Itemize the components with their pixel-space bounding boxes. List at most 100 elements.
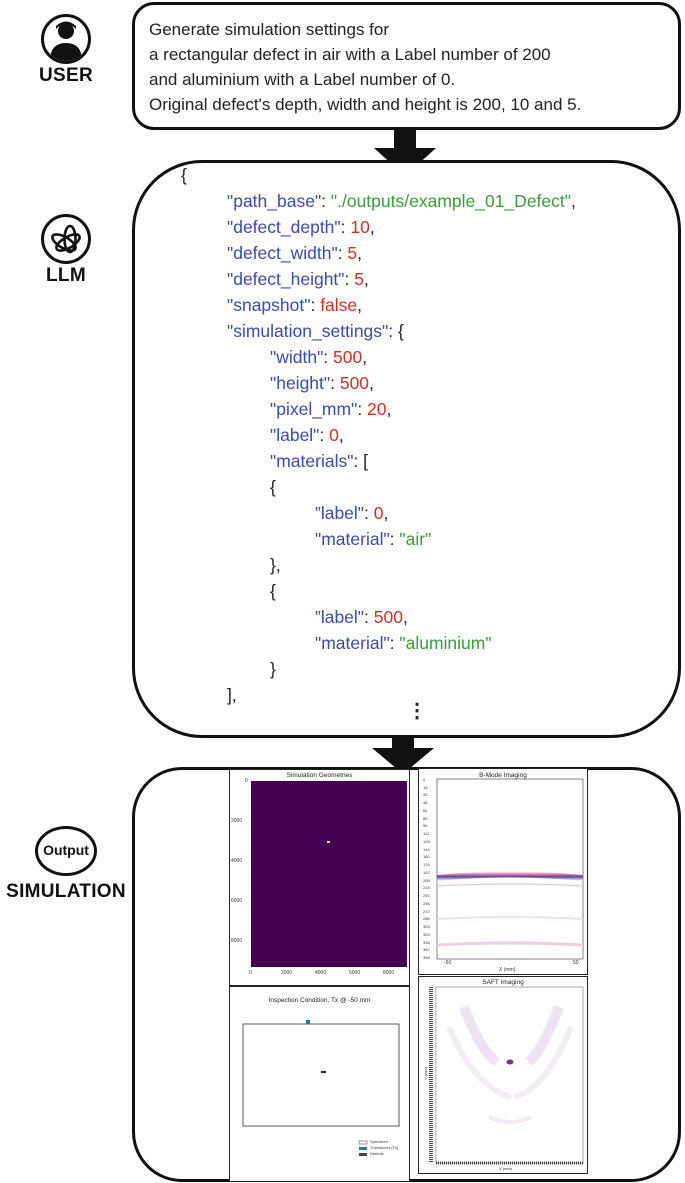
user-icon [41, 14, 91, 64]
saft-panel: SAFT Imaging Y (mm) X (mm) [418, 976, 588, 1174]
geometry-panel: Simulation Geometries 0 2000 4000 6000 8… [229, 769, 410, 986]
geometry-xtick-0: 0 [249, 970, 252, 976]
code-material-1-open: { [270, 477, 276, 497]
geometry-defect-marker [327, 841, 330, 843]
saft-plot [429, 986, 584, 1165]
inspection-specimen [242, 1023, 400, 1127]
geometry-specimen-area [251, 781, 407, 967]
output-badge: Output [35, 826, 97, 876]
geometry-xtick-2: 4000 [315, 970, 327, 976]
geometry-ytick-2: 4000 [231, 858, 243, 864]
code-line-materials: "materials": [ [270, 451, 369, 471]
code-ellipsis: ⋮ [407, 700, 427, 722]
bmode-ytick: 144 [423, 846, 430, 852]
code-material-2-open: { [270, 581, 276, 601]
code-line-width: "width": 500, [270, 347, 368, 367]
geometry-xtick-3: 6000 [349, 970, 361, 976]
code-line-material-2-material: "material": "aluminium" [315, 633, 492, 653]
inspection-transducer [306, 1020, 310, 1024]
bmode-ytick: 352 [423, 947, 430, 953]
bmode-ytick: 64 [423, 807, 428, 813]
bmode-xtick-1: 50 [573, 960, 579, 966]
arrow-down-icon [374, 128, 436, 176]
code-line-simulation-settings: "simulation_settings": { [227, 321, 404, 341]
bmode-xlabel: X (mm) [499, 967, 516, 973]
geometry-ytick-4: 8000 [231, 938, 243, 944]
bmode-ytick: 208 [423, 877, 430, 883]
bmode-ytick: 224 [423, 885, 430, 891]
bmode-ytick: 96 [423, 823, 428, 829]
bmode-ytick: 288 [423, 916, 430, 922]
user-label-group: USER [0, 14, 132, 87]
prompt-line-4: Original defect's depth, width and heigh… [149, 95, 582, 114]
saft-title: SAFT Imaging [482, 979, 524, 986]
prompt-line-1: Generate simulation settings for [149, 20, 390, 39]
bmode-xtick-0: -50 [444, 960, 452, 966]
code-line-material-1-label: ”label": 0, [315, 503, 389, 523]
bmode-plot [436, 778, 584, 960]
code-line-path-base: "path_base": "./outputs/example_01_Defec… [227, 191, 576, 211]
user-prompt-box: Generate simulation settings for a recta… [132, 2, 681, 130]
bmode-ytick: 336 [423, 939, 430, 945]
bmode-ytick: 80 [423, 815, 428, 821]
inspection-legend-specimen: Specimen [370, 1139, 388, 1144]
geometry-xtick-1: 2000 [281, 970, 293, 976]
bmode-ytick: 368 [423, 955, 430, 960]
output-badge-text: Output [43, 842, 89, 858]
simulation-label: SIMULATION [6, 881, 126, 902]
code-line-defect-depth: "defect_depth": 10, [227, 217, 375, 237]
llm-label: LLM [46, 265, 86, 286]
bmode-ytick: 16 [423, 784, 428, 790]
prompt-line-3: and aluminium with a Label number of 0. [149, 70, 456, 89]
code-line-label: "label": 0, [270, 425, 344, 445]
code-line-height: "height": 500, [270, 373, 374, 393]
bmode-ytick: 176 [423, 862, 430, 868]
code-line-defect-width: "defect_width": 5, [227, 243, 363, 263]
inspection-legend-transducer: Transducer (Tx) [370, 1145, 399, 1150]
bmode-ytick: 240 [423, 893, 430, 899]
bmode-ytick: 272 [423, 908, 430, 914]
user-label: USER [39, 65, 93, 86]
code-material-1-close: }, [270, 555, 281, 575]
inspection-defect [321, 1071, 326, 1073]
geometry-ytick-1: 2000 [231, 818, 243, 824]
inspection-panel: Inspection Condition, Tx @ -50 mm Specim… [229, 986, 410, 1182]
arrow-down-icon [372, 730, 434, 774]
geometry-plot [251, 781, 407, 967]
code-material-2-close: } [270, 659, 276, 679]
bmode-ytick: 112 [423, 831, 430, 837]
saft-defect-image [506, 1059, 514, 1065]
code-line-material-1-material: "material": "air" [315, 529, 432, 549]
geometry-xtick-4: 8000 [383, 970, 395, 976]
bmode-ytick: 256 [423, 900, 430, 906]
saft-ylabel: Y (mm) [423, 1066, 429, 1081]
code-line-pixel-mm: "pixel_mm": 20, [270, 399, 392, 419]
bmode-ytick: 48 [423, 800, 428, 806]
bmode-ytick: 304 [423, 924, 430, 930]
inspection-legend-defects: Defects [370, 1151, 384, 1156]
code-line-defect-height: "defect_height": 5, [227, 269, 369, 289]
bmode-ytick: 0 [423, 777, 426, 782]
code-open-brace: { [181, 165, 187, 185]
code-array-close: ], [227, 685, 237, 705]
code-line-material-2-label: ”label": 500, [315, 607, 408, 627]
openai-logo-icon [41, 214, 91, 264]
code-line-snapshot: "snapshot": false, [227, 295, 363, 315]
prompt-line-2: a rectangular defect in air with a Label… [149, 45, 551, 64]
bmode-title: B-Mode Imaging [479, 772, 527, 779]
output-label-group: Output SIMULATION [0, 826, 132, 903]
saft-xlabel: X (mm) [499, 1166, 513, 1171]
inspection-title: Inspection Condition, Tx @ -50 mm [268, 997, 371, 1004]
geometry-title: Simulation Geometries [286, 772, 353, 779]
bmode-ytick: 128 [423, 838, 430, 844]
bmode-ytick: 320 [423, 931, 430, 937]
bmode-ytick: 160 [423, 854, 430, 860]
llm-output-box: { "path_base": "./outputs/example_01_Def… [132, 160, 681, 738]
bmode-echo-band [437, 871, 583, 881]
llm-label-group: LLM [0, 214, 132, 287]
geometry-ytick-3: 6000 [231, 898, 243, 904]
geometry-ytick-0: 0 [245, 778, 248, 784]
bmode-ytick: 192 [423, 869, 430, 875]
inspection-plot [242, 1020, 400, 1156]
